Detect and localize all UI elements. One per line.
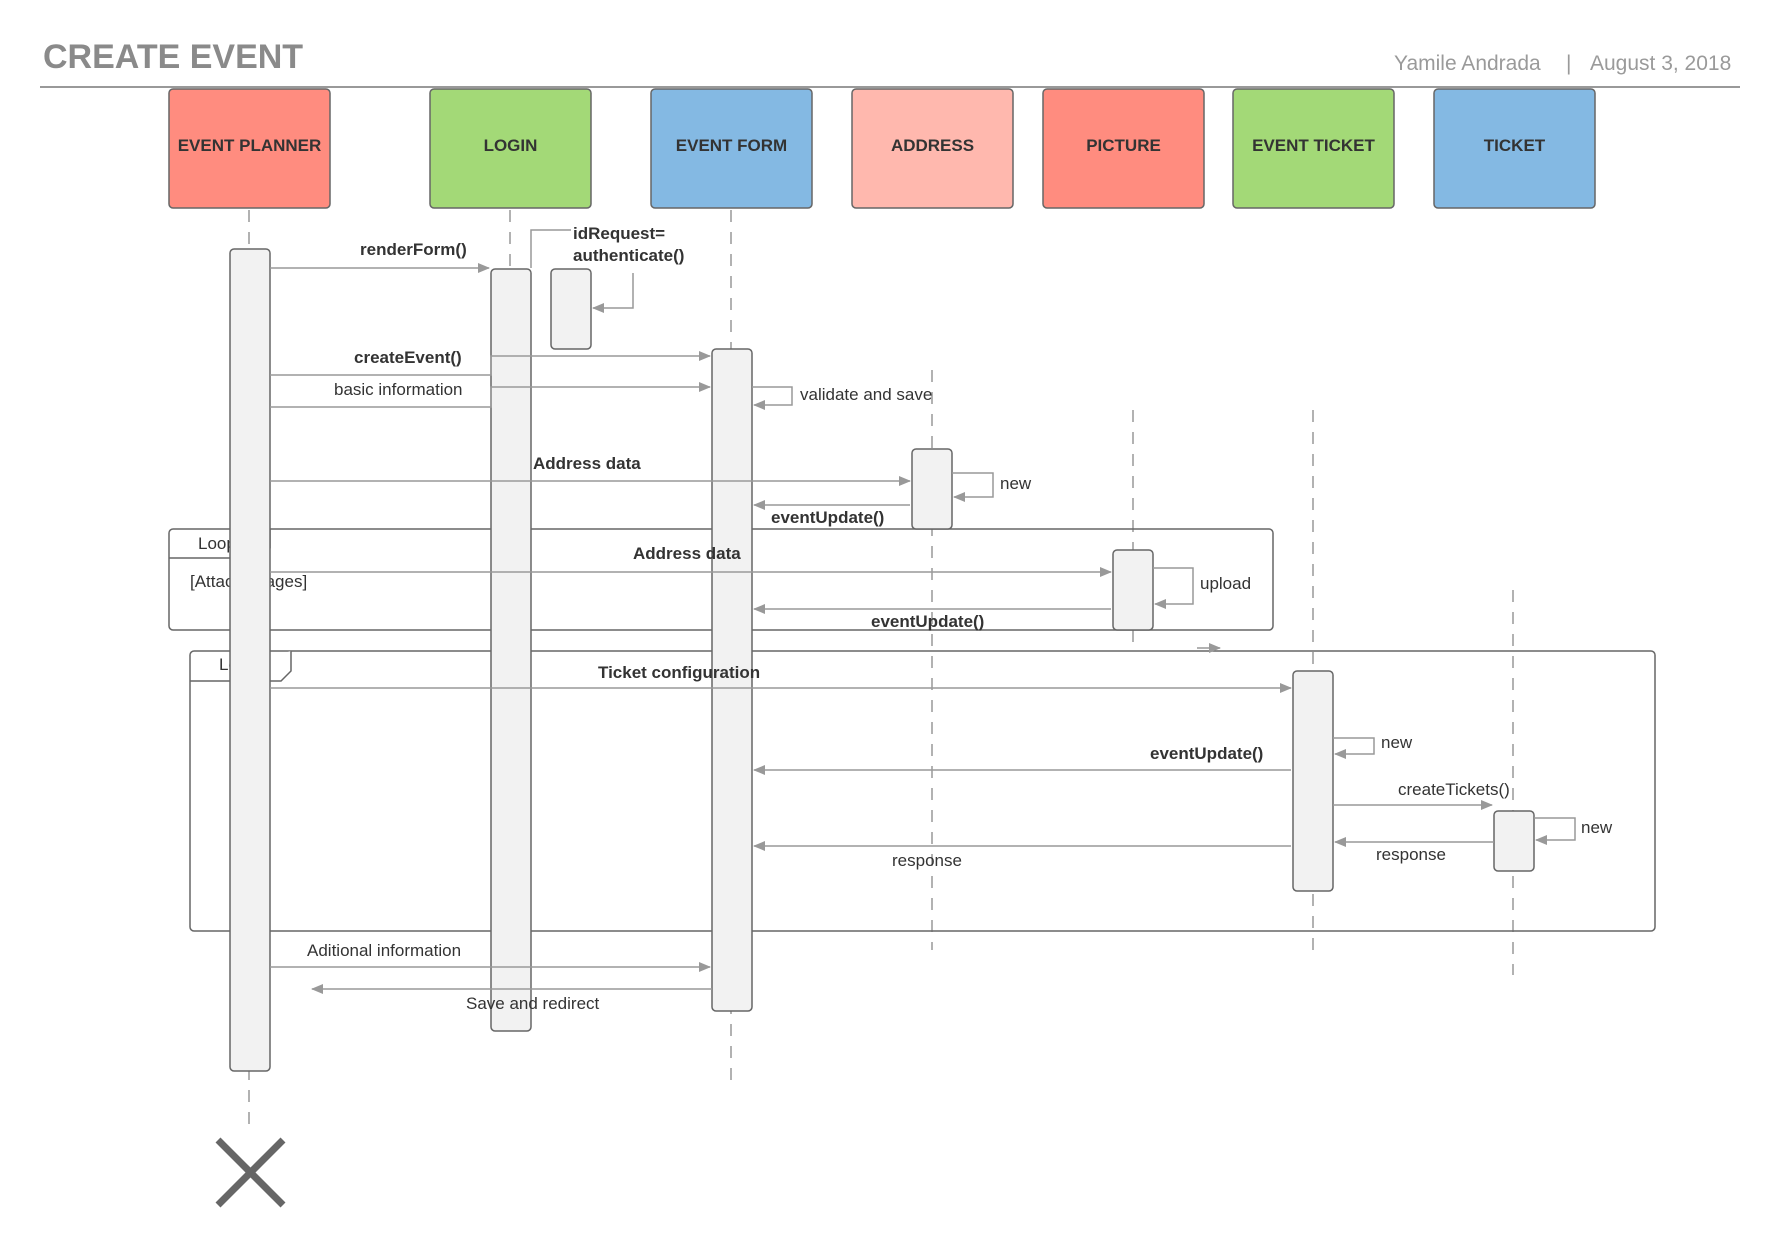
- message-label: createTickets(): [1398, 780, 1510, 799]
- arrow-ticket-new: [1333, 737, 1375, 759]
- participant-label: EVENT FORM: [676, 136, 787, 155]
- arrow-address-new: [952, 472, 994, 502]
- participant-box: [429, 88, 592, 209]
- participant-address[interactable]: ADDRESS: [851, 88, 1014, 209]
- destroy-icon: [215, 1137, 286, 1208]
- message-label: Ticket configuration: [598, 663, 760, 682]
- message-label: eventUpdate(): [871, 612, 984, 631]
- participant-event-planner[interactable]: EVENT PLANNER: [168, 88, 331, 209]
- participant-box: [851, 88, 1014, 209]
- participant-box: [1433, 88, 1596, 209]
- message-label: new: [1000, 474, 1032, 493]
- participant-login[interactable]: LOGIN: [429, 88, 592, 209]
- loop-frame: [189, 650, 1656, 932]
- activation-event-ticket: [1292, 670, 1334, 892]
- arrow-authenticate: [592, 273, 634, 313]
- participant-label: PICTURE: [1086, 136, 1161, 155]
- message-label: idRequest=: [573, 224, 665, 243]
- loop-label: Loop: [198, 534, 236, 553]
- message-label: Aditional information: [307, 941, 461, 960]
- message-label: createEvent(): [354, 348, 462, 367]
- activation-authenticate: [550, 268, 592, 350]
- message-label: Address data: [533, 454, 641, 473]
- participant-box: [1042, 88, 1205, 209]
- participant-box: [1232, 88, 1395, 209]
- message-label: new: [1581, 818, 1613, 837]
- message-label: Address data: [633, 544, 741, 563]
- message-label: response: [1376, 845, 1446, 864]
- arrow-basic-information: [270, 382, 711, 408]
- arrow-id-request-line: [530, 229, 571, 268]
- participant-label: TICKET: [1484, 136, 1546, 155]
- arrow-upload: [1153, 567, 1194, 609]
- page-title: CREATE EVENT: [43, 38, 303, 76]
- message-label: validate and save: [800, 385, 932, 404]
- activation-address: [911, 448, 953, 530]
- message-label: basic information: [334, 380, 463, 399]
- header-separator: |: [1566, 52, 1571, 75]
- message-label: Save and redirect: [466, 994, 600, 1013]
- message-label: eventUpdate(): [1150, 744, 1263, 763]
- message-label: renderForm(): [360, 240, 467, 259]
- participant-label: EVENT PLANNER: [178, 136, 322, 155]
- participant-event-form[interactable]: EVENT FORM: [650, 88, 813, 209]
- activation-bars: [229, 248, 1535, 1072]
- activation-event-planner: [229, 248, 271, 1072]
- message-label: eventUpdate(): [771, 508, 884, 527]
- activation-ticket: [1493, 810, 1535, 872]
- participant-event-ticket[interactable]: EVENT TICKET: [1232, 88, 1395, 209]
- activation-picture: [1112, 549, 1154, 631]
- header-date: August 3, 2018: [1590, 52, 1731, 75]
- participant-label: EVENT TICKET: [1252, 136, 1375, 155]
- participant-box: [650, 88, 813, 209]
- message-arrows: [270, 229, 1576, 994]
- message-label: response: [892, 851, 962, 870]
- arrow-create-event: [270, 351, 711, 376]
- participant-picture[interactable]: PICTURE: [1042, 88, 1205, 209]
- message-label: authenticate(): [573, 246, 684, 265]
- arrow-validate-and-save: [752, 386, 793, 410]
- participant-label: ADDRESS: [891, 136, 974, 155]
- message-label: upload: [1200, 574, 1251, 593]
- message-label: new: [1381, 733, 1413, 752]
- participant-ticket[interactable]: TICKET: [1433, 88, 1596, 209]
- arrow-ticket-new-2: [1534, 817, 1576, 845]
- participant-label: LOGIN: [484, 136, 538, 155]
- activation-event-form: [711, 348, 753, 1012]
- activation-login: [490, 268, 532, 1032]
- author-name: Yamile Andrada: [1394, 52, 1541, 75]
- participant-box: [168, 88, 331, 209]
